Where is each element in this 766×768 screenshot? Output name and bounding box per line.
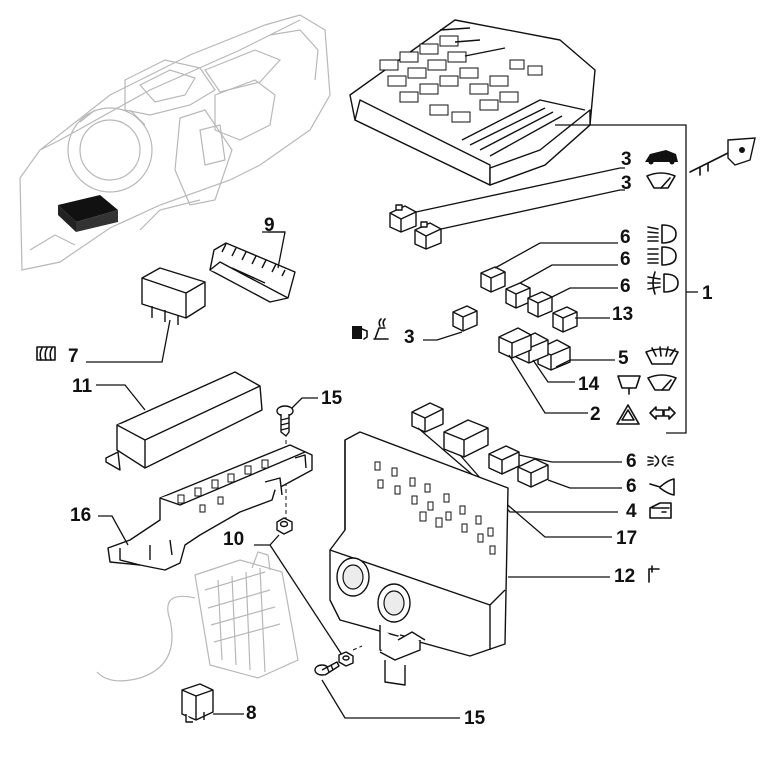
relay-dashboard-3 bbox=[389, 204, 417, 233]
nut-bottom bbox=[338, 651, 354, 667]
callout-1: 1 bbox=[702, 283, 713, 304]
callout-2: 2 bbox=[590, 404, 601, 425]
fuse-box-location-marker bbox=[58, 195, 118, 232]
fuel-and-seat-heater-icon bbox=[352, 318, 389, 340]
callout-5: 5 bbox=[618, 348, 629, 369]
callout-17: 17 bbox=[616, 528, 637, 549]
callout-8: 8 bbox=[246, 703, 257, 724]
rear-window-icon bbox=[617, 375, 641, 395]
group-bracket-line bbox=[555, 124, 687, 434]
callout-6-dipped: 6 bbox=[620, 227, 631, 248]
blade-fuse-8 bbox=[181, 683, 214, 723]
dipped-beam-icon bbox=[647, 224, 677, 244]
turn-indicator-icon bbox=[649, 406, 676, 420]
callout-4: 4 bbox=[626, 501, 637, 522]
callout-7: 7 bbox=[68, 346, 79, 367]
support-16 bbox=[107, 444, 313, 571]
fog-light-icon bbox=[647, 271, 679, 295]
callout-9: 9 bbox=[264, 215, 275, 236]
car-bonnet-icon bbox=[645, 150, 678, 165]
callout-3-wiper: 3 bbox=[621, 173, 632, 194]
door-icon bbox=[649, 502, 672, 519]
windscreen-wiper-icon bbox=[646, 172, 676, 189]
relay-board-sketch bbox=[96, 551, 299, 682]
relay-fog-6 bbox=[527, 291, 553, 318]
relay-immobilizer-3 bbox=[452, 305, 478, 332]
relay-13 bbox=[552, 306, 578, 333]
relay-door-4 bbox=[443, 419, 489, 458]
rear-window-washer-icon bbox=[645, 346, 679, 365]
screw-15-top bbox=[276, 405, 294, 437]
fuse-box-cover-11 bbox=[105, 371, 263, 471]
main-beam-icon bbox=[647, 246, 677, 266]
callout-6-main: 6 bbox=[620, 249, 631, 270]
horn-icon bbox=[649, 478, 675, 496]
callout-3-bonnet: 3 bbox=[621, 149, 632, 170]
callout-6-fog: 6 bbox=[620, 276, 631, 297]
callout-13: 13 bbox=[612, 304, 633, 325]
hazard-warning-icon bbox=[616, 404, 640, 425]
heated-rear-window-icon bbox=[36, 346, 56, 361]
callout-6-sidelight: 6 bbox=[626, 451, 637, 472]
callout-15-bottom: 15 bbox=[464, 708, 486, 729]
callout-11: 11 bbox=[72, 376, 93, 397]
relay-hazard-2 bbox=[498, 327, 532, 359]
callout-10: 10 bbox=[223, 529, 244, 550]
relay-horn-6 bbox=[517, 458, 549, 488]
callout-16: 16 bbox=[70, 505, 91, 526]
callout-6-horn: 6 bbox=[626, 476, 637, 497]
nut-10 bbox=[276, 517, 293, 535]
relay-heated-rear-window-7 bbox=[141, 267, 206, 325]
relay-dipped-beam-6 bbox=[480, 266, 506, 293]
rear-wiper-icon bbox=[647, 374, 677, 391]
callout-12: 12 bbox=[614, 566, 635, 587]
screw-15-bottom bbox=[314, 661, 340, 676]
sidelight-icon bbox=[647, 455, 674, 467]
relay-17 bbox=[411, 402, 444, 433]
ignition-key-icon bbox=[689, 137, 756, 176]
relay-main-beam-6 bbox=[505, 282, 531, 309]
main-fuse-box bbox=[349, 19, 596, 186]
connector-9 bbox=[209, 242, 296, 303]
callout-14: 14 bbox=[578, 374, 600, 395]
callout-15-top: 15 bbox=[321, 388, 343, 409]
relay-wiper-3 bbox=[414, 221, 442, 250]
relay-sidelight-6 bbox=[488, 445, 520, 475]
dashboard-location-sketch bbox=[19, 14, 331, 271]
callout-3-immobilizer: 3 bbox=[404, 327, 415, 348]
ground-bracket-icon bbox=[648, 565, 660, 583]
mounting-bracket-12 bbox=[329, 431, 509, 686]
